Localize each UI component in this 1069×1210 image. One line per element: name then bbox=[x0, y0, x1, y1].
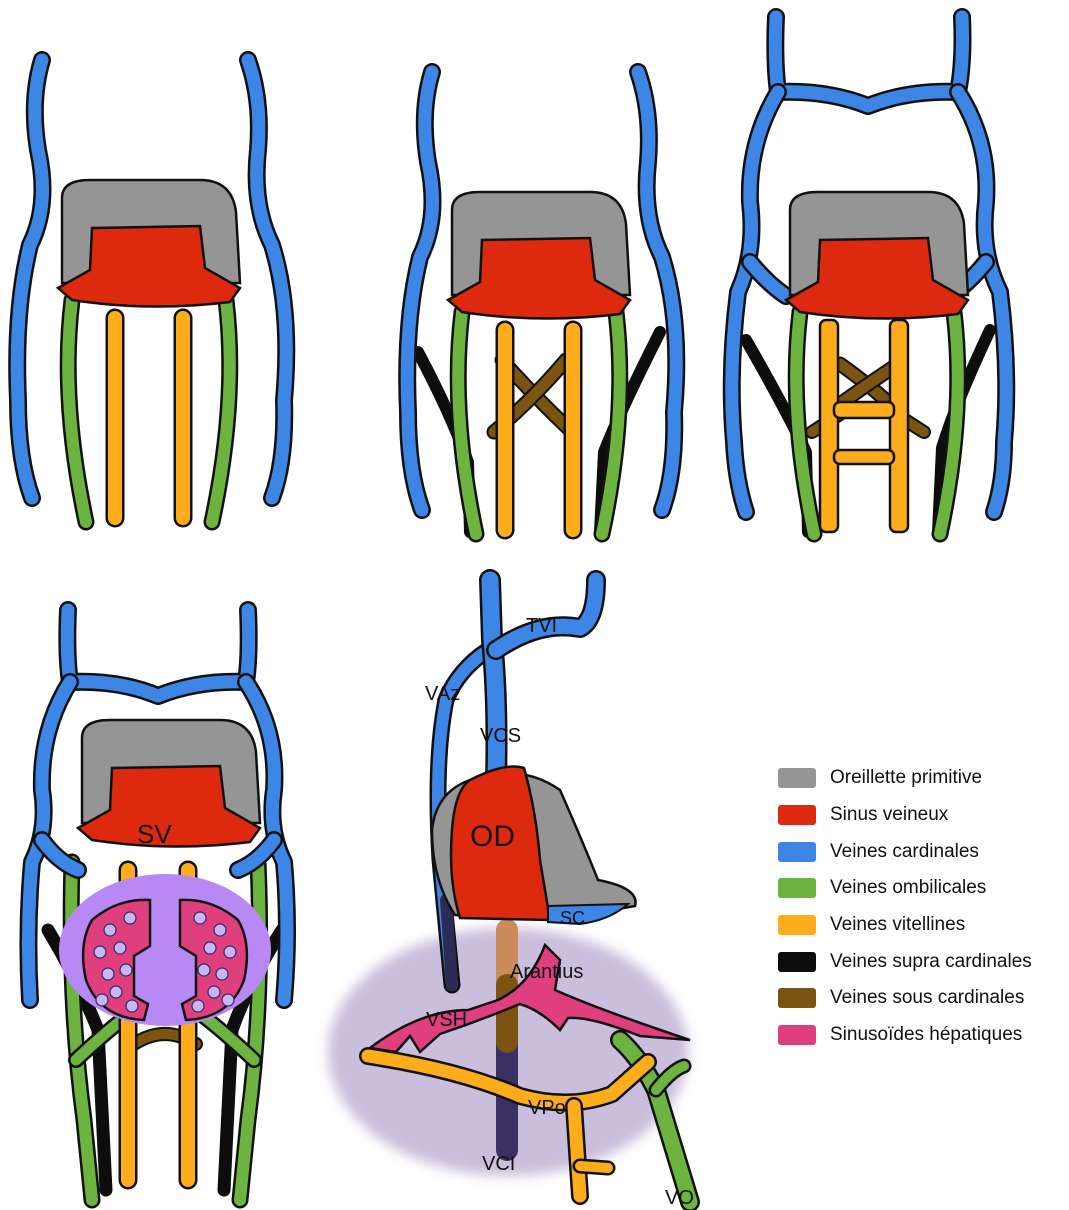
panel-stage-4 bbox=[28, 610, 287, 1200]
legend-item-sinus: Sinus veineux bbox=[778, 797, 1068, 834]
panel-adult bbox=[328, 580, 690, 1202]
label-sv: SV bbox=[137, 819, 172, 849]
swatch-brown-icon bbox=[778, 988, 816, 1008]
legend-label: Oreillette primitive bbox=[830, 767, 982, 789]
swatch-green-icon bbox=[778, 878, 816, 898]
legend-label: Veines cardinales bbox=[830, 841, 979, 863]
label-tvi: TVI bbox=[526, 615, 557, 637]
panel-stage-2 bbox=[407, 72, 676, 534]
legend-label: Veines supra cardinales bbox=[830, 951, 1032, 973]
label-vaz: VAz bbox=[425, 683, 460, 705]
legend-item-sinusoides: Sinusoïdes hépatiques bbox=[778, 1017, 1068, 1054]
legend-item-cardinales: Veines cardinales bbox=[778, 833, 1068, 870]
legend-label: Sinus veineux bbox=[830, 804, 948, 826]
legend-item-ombilicales: Veines ombilicales bbox=[778, 870, 1068, 907]
label-vci: VCI bbox=[482, 1153, 515, 1175]
legend-item-oreillette: Oreillette primitive bbox=[778, 760, 1068, 797]
legend: Oreillette primitive Sinus veineux Veine… bbox=[778, 760, 1068, 1054]
cardinal-vein-arch bbox=[775, 17, 962, 106]
panel-stage-3 bbox=[732, 17, 1007, 534]
label-vo: VO bbox=[665, 1187, 694, 1209]
legend-label: Veines sous cardinales bbox=[830, 987, 1024, 1009]
label-vsh: VSH bbox=[426, 1009, 467, 1031]
swatch-gray-icon bbox=[778, 768, 816, 788]
swatch-black-icon bbox=[778, 952, 816, 972]
legend-label: Veines vitellines bbox=[830, 914, 965, 936]
legend-item-sous: Veines sous cardinales bbox=[778, 980, 1068, 1017]
legend-label: Veines ombilicales bbox=[830, 877, 986, 899]
panel-stage-1 bbox=[17, 60, 286, 522]
label-sc: SC bbox=[560, 908, 585, 928]
superior-vena-cava bbox=[490, 580, 497, 780]
swatch-blue-icon bbox=[778, 842, 816, 862]
swatch-red-icon bbox=[778, 805, 816, 825]
label-vpo: VPo bbox=[528, 1097, 566, 1119]
legend-item-vitellines: Veines vitellines bbox=[778, 907, 1068, 944]
label-od: OD bbox=[470, 820, 515, 853]
swatch-orange-icon bbox=[778, 915, 816, 935]
legend-item-supra: Veines supra cardinales bbox=[778, 943, 1068, 980]
label-arantius: Arantius bbox=[510, 961, 583, 983]
label-vcs: VCS bbox=[480, 725, 521, 747]
legend-label: Sinusoïdes hépatiques bbox=[830, 1024, 1022, 1046]
swatch-pink-icon bbox=[778, 1025, 816, 1045]
